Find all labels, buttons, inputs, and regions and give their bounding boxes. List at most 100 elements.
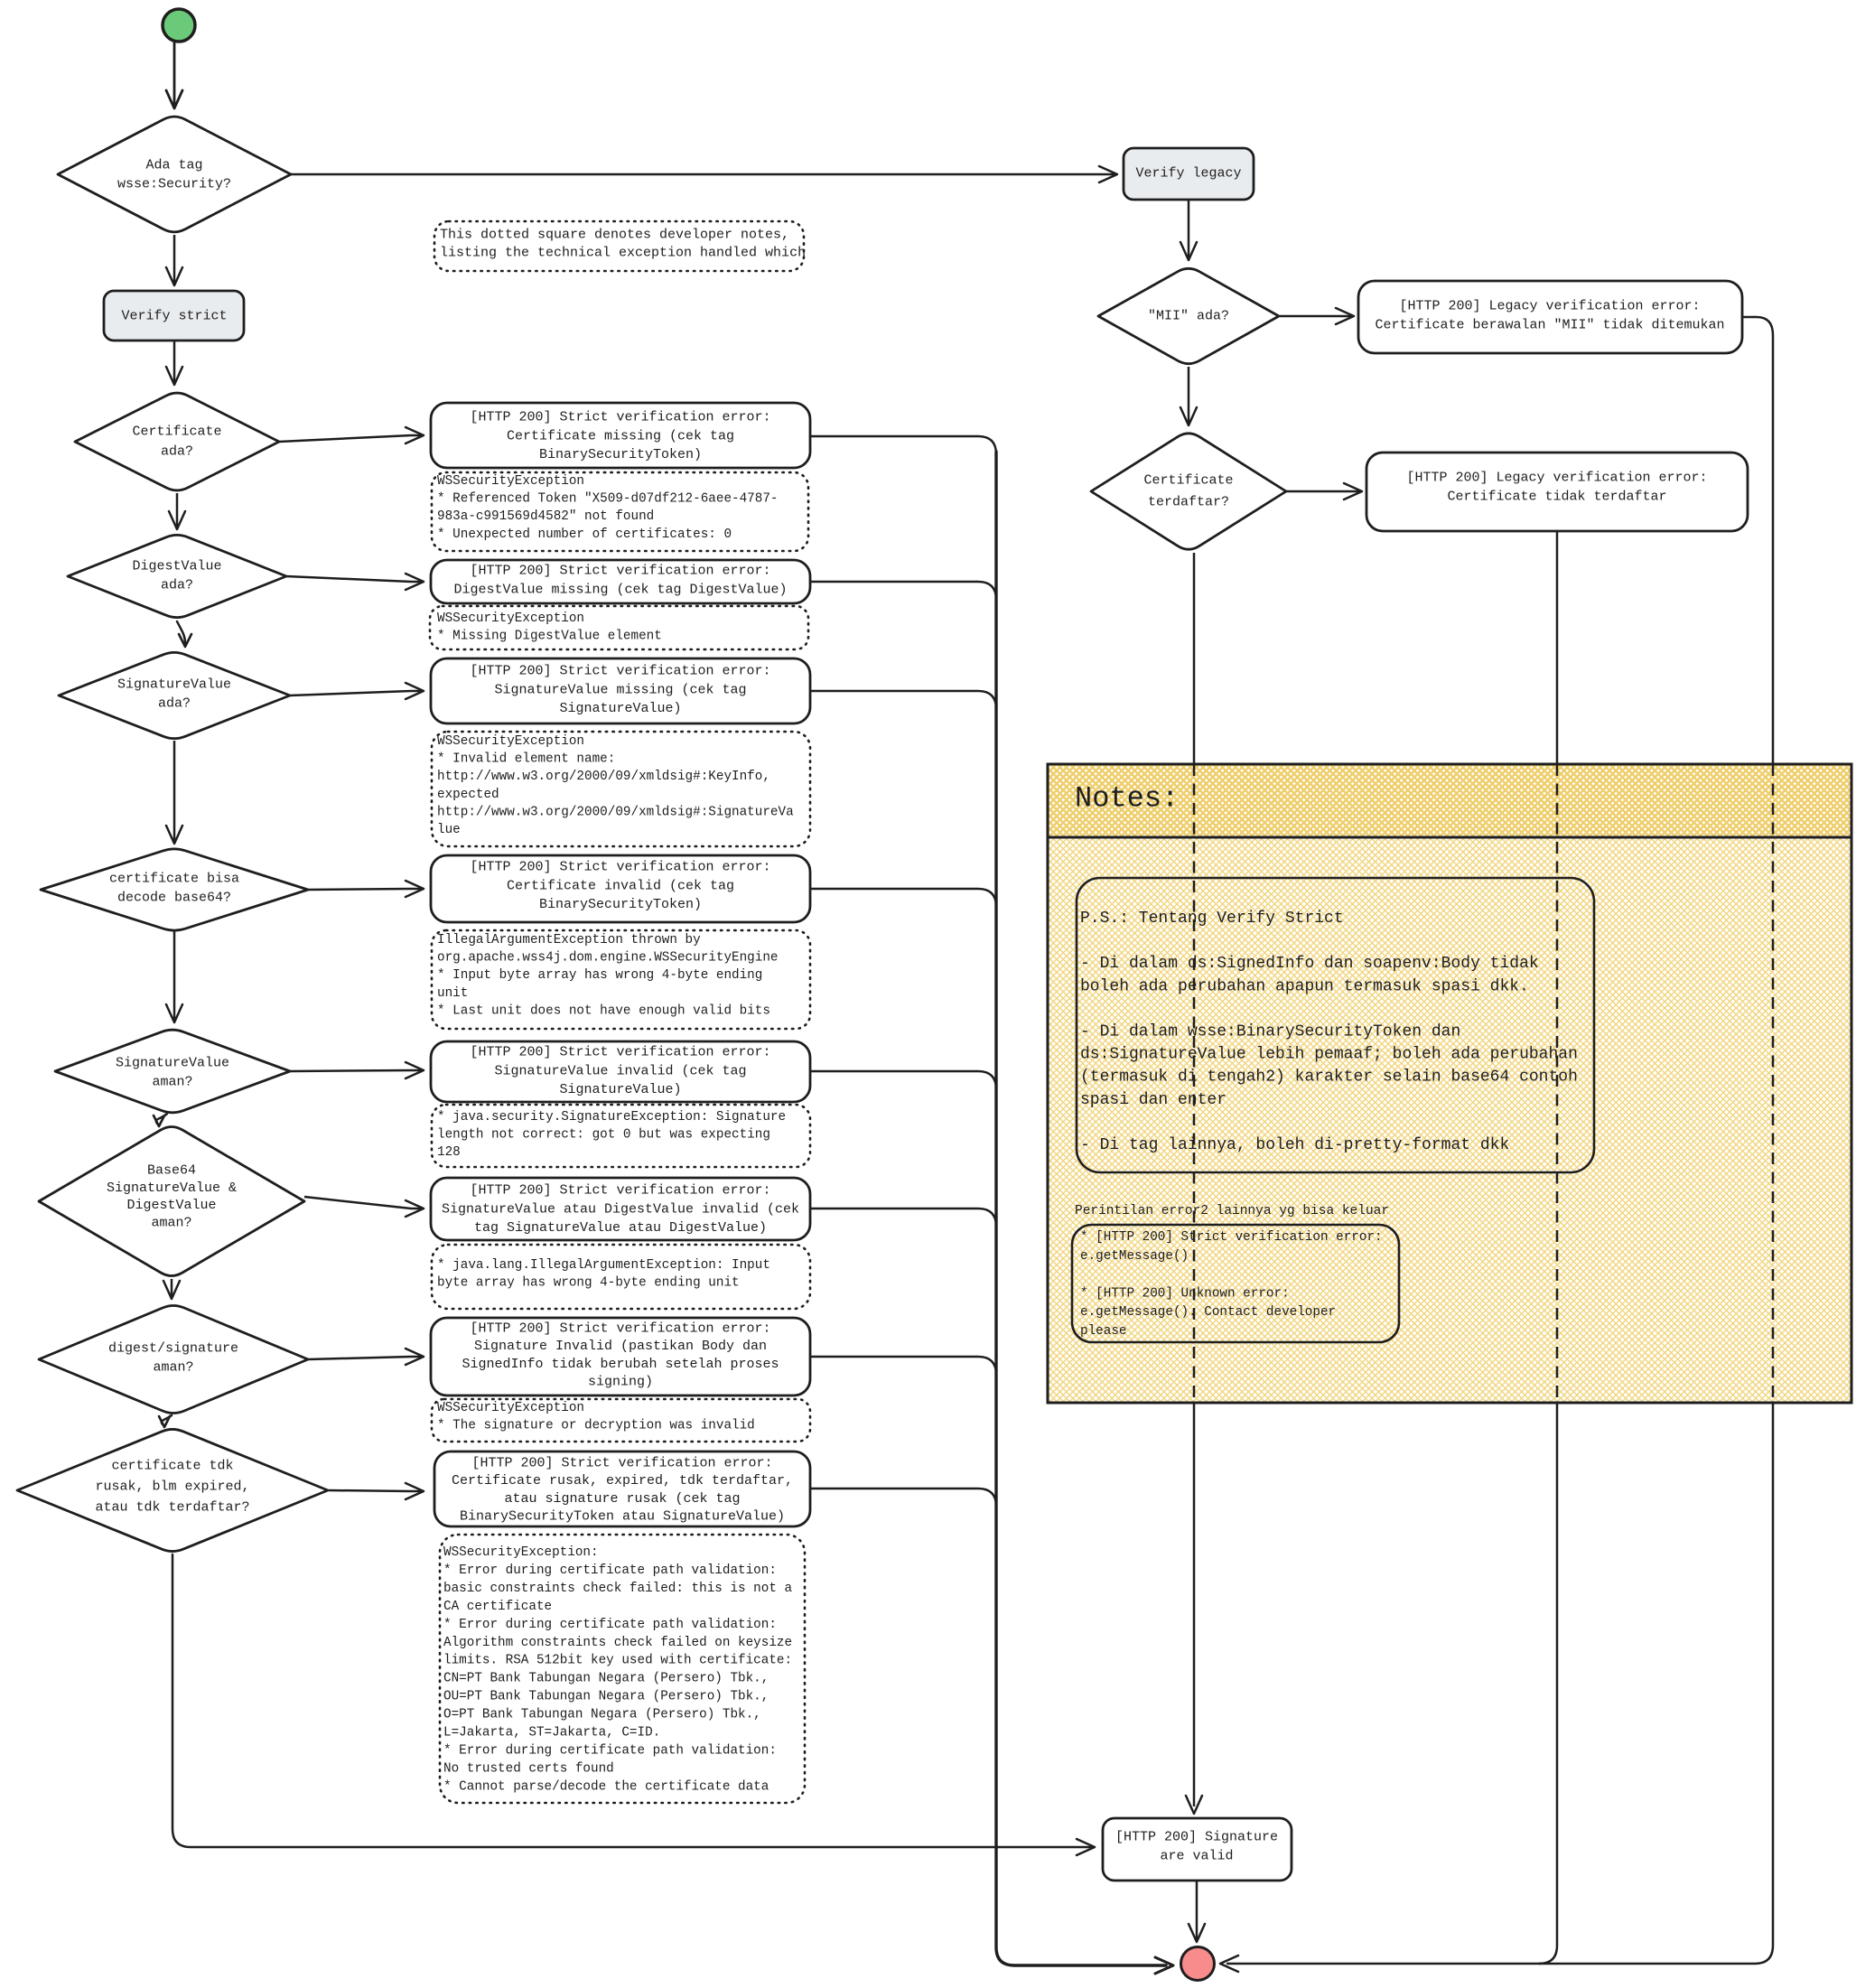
svg-text:WSSecurityException: WSSecurityException: [437, 611, 584, 626]
svg-text:* [HTTP 200] Unknown error:: * [HTTP 200] Unknown error:: [1080, 1286, 1290, 1301]
svg-text:tag SignatureValue atau Digest: tag SignatureValue atau DigestValue): [474, 1220, 767, 1236]
svg-text:CA certificate: CA certificate: [443, 1600, 552, 1614]
svg-text:[HTTP 200] Strict verification: [HTTP 200] Strict verification error:: [470, 664, 770, 679]
svg-text:certificate bisa: certificate bisa: [109, 872, 239, 887]
svg-text:OU=PT Bank Tabungan Negara (Pe: OU=PT Bank Tabungan Negara (Persero) Tbk…: [443, 1690, 769, 1704]
svg-text:[HTTP 200] Strict verification: [HTTP 200] Strict verification error:: [470, 410, 770, 425]
svg-text:SignatureValue): SignatureValue): [559, 1082, 681, 1097]
svg-text:wsse:Security?: wsse:Security?: [117, 177, 231, 192]
svg-text:[HTTP 200] Strict verification: [HTTP 200] Strict verification error:: [470, 1321, 770, 1337]
svg-text:Certificate: Certificate: [132, 425, 221, 440]
svg-text:WSSecurityException: WSSecurityException: [437, 1401, 584, 1415]
svg-text:listing the technical exceptio: listing the technical exception handled …: [440, 246, 806, 261]
svg-text:- Di dalam ds:SignedInfo dan s: - Di dalam ds:SignedInfo dan soapenv:Bod…: [1080, 955, 1539, 973]
svg-text:SignatureValue: SignatureValue: [117, 677, 231, 693]
svg-text:[HTTP 200] Legacy verification: [HTTP 200] Legacy verification error:: [1399, 299, 1700, 314]
svg-text:ds:SignatureValue lebih pemaaf: ds:SignatureValue lebih pemaaf; boleh ad…: [1080, 1046, 1578, 1064]
svg-text:DigestValue: DigestValue: [132, 559, 221, 574]
svg-text:* java.lang.IllegalArgumentExc: * java.lang.IllegalArgumentException: In…: [437, 1258, 770, 1273]
svg-text:http://www.w3.org/2000/09/xmld: http://www.w3.org/2000/09/xmldsig#:KeyIn…: [437, 770, 770, 784]
svg-text:* Error during certificate pat: * Error during certificate path validati…: [443, 1618, 777, 1632]
svg-text:Certificate berawalan "MII" ti: Certificate berawalan "MII" tidak ditemu…: [1375, 318, 1724, 333]
svg-text:boleh ada perubahan apapun ter: boleh ada perubahan apapun termasuk spas…: [1080, 977, 1529, 995]
svg-text:[HTTP 200] Strict verification: [HTTP 200] Strict verification error:: [471, 1456, 772, 1471]
svg-text:atau tdk terdaftar?: atau tdk terdaftar?: [95, 1500, 249, 1516]
svg-text:ada?: ada?: [161, 578, 193, 593]
svg-text:128: 128: [437, 1145, 461, 1160]
svg-text:[HTTP 200] Strict verification: [HTTP 200] Strict verification error:: [470, 564, 770, 579]
svg-text:Certificate invalid (cek tag: Certificate invalid (cek tag: [507, 878, 734, 893]
svg-text:P.S.: Tentang Verify Strict: P.S.: Tentang Verify Strict: [1080, 910, 1344, 928]
svg-text:SignatureValue &: SignatureValue &: [107, 1181, 237, 1196]
svg-text:are valid: are valid: [1160, 1849, 1233, 1864]
svg-text:No trusted certs found: No trusted certs found: [443, 1761, 614, 1776]
svg-text:signing): signing): [588, 1375, 653, 1390]
svg-text:IllegalArgumentException throw: IllegalArgumentException thrown by: [437, 933, 701, 947]
svg-text:[HTTP 200] Strict verification: [HTTP 200] Strict verification error:: [470, 1183, 770, 1199]
svg-text:* [HTTP 200] Strict verificati: * [HTTP 200] Strict verification error:: [1080, 1230, 1383, 1245]
svg-text:[HTTP 200] Legacy verification: [HTTP 200] Legacy verification error:: [1406, 471, 1707, 486]
svg-text:SignatureValue): SignatureValue): [559, 701, 681, 716]
svg-text:Perintilan error2 lainnya yg b: Perintilan error2 lainnya yg bisa keluar: [1075, 1204, 1389, 1218]
svg-text:SignatureValue: SignatureValue: [116, 1056, 229, 1071]
svg-text:- Di tag lainnya, boleh di-pre: - Di tag lainnya, boleh di-pretty-format…: [1080, 1136, 1509, 1154]
svg-text:Certificate tidak terdaftar: Certificate tidak terdaftar: [1447, 490, 1666, 505]
svg-text:Signature Invalid (pastikan Bo: Signature Invalid (pastikan Body dan: [474, 1339, 767, 1354]
svg-text:* Invalid element name:: * Invalid element name:: [437, 752, 615, 767]
svg-text:O=PT Bank Tabungan Negara (Per: O=PT Bank Tabungan Negara (Persero) Tbk.…: [443, 1708, 761, 1722]
svg-text:* The signature or decryption: * The signature or decryption was invali…: [437, 1419, 755, 1433]
svg-text:DigestValue: DigestValue: [126, 1198, 216, 1213]
svg-text:- Di dalam wsse:BinarySecurity: - Di dalam wsse:BinarySecurityToken dan: [1080, 1023, 1460, 1041]
svg-text:* Input byte array has wrong 4: * Input byte array has wrong 4-byte endi…: [437, 968, 762, 983]
svg-text:This dotted square denotes dev: This dotted square denotes developer not…: [440, 228, 789, 243]
svg-text:BinarySecurityToken atau Signa: BinarySecurityToken atau SignatureValue): [460, 1509, 785, 1525]
svg-text:DigestValue missing (cek tag D: DigestValue missing (cek tag DigestValue…: [453, 582, 787, 597]
svg-text:expected: expected: [437, 788, 499, 802]
svg-text:[HTTP 200] Signature: [HTTP 200] Signature: [1115, 1830, 1278, 1845]
svg-text:* Missing DigestValue element: * Missing DigestValue element: [437, 630, 662, 644]
svg-text:Algorithm constraints check fa: Algorithm constraints check failed on ke…: [443, 1636, 792, 1650]
svg-text:"MII" ada?: "MII" ada?: [1148, 309, 1229, 324]
svg-text:L=Jakarta, ST=Jakarta, C=ID.: L=Jakarta, ST=Jakarta, C=ID.: [443, 1726, 660, 1741]
svg-text:http://www.w3.org/2000/09/xmld: http://www.w3.org/2000/09/xmldsig#:Signa…: [437, 805, 794, 819]
svg-text:rusak, blm expired,: rusak, blm expired,: [95, 1479, 249, 1495]
svg-text:lue: lue: [437, 823, 461, 837]
svg-text:ada?: ada?: [161, 444, 193, 460]
svg-text:Notes:: Notes:: [1075, 782, 1179, 816]
svg-text:* java.security.SignatureExcep: * java.security.SignatureException: Sign…: [437, 1110, 786, 1125]
svg-text:Ada tag: Ada tag: [145, 158, 202, 173]
svg-text:WSSecurityException: WSSecurityException: [437, 474, 584, 489]
svg-text:* Unexpected number of certifi: * Unexpected number of certificates: 0: [437, 527, 732, 542]
svg-text:ada?: ada?: [158, 696, 191, 712]
svg-text:983a-c991569d4582" not found: 983a-c991569d4582" not found: [437, 509, 654, 524]
svg-text:* Error during certificate pat: * Error during certificate path validati…: [443, 1743, 777, 1758]
svg-text:atau signature rusak (cek tag: atau signature rusak (cek tag: [504, 1491, 740, 1507]
svg-text:* Error during certificate pat: * Error during certificate path validati…: [443, 1563, 777, 1578]
svg-text:SignatureValue invalid (cek ta: SignatureValue invalid (cek tag: [494, 1063, 746, 1078]
svg-text:org.apache.wss4j.dom.engine.WS: org.apache.wss4j.dom.engine.WSSecurityEn…: [437, 951, 779, 966]
svg-text:digest/signature: digest/signature: [108, 1341, 238, 1357]
svg-text:* Referenced Token "X509-d07df: * Referenced Token "X509-d07df212-6aee-4…: [437, 492, 779, 507]
svg-text:* Last unit does not have enou: * Last unit does not have enough valid b…: [437, 1003, 770, 1018]
svg-text:WSSecurityException:: WSSecurityException:: [443, 1545, 599, 1560]
svg-text:BinarySecurityToken): BinarySecurityToken): [539, 897, 702, 912]
svg-text:SignatureValue missing (cek ta: SignatureValue missing (cek tag: [494, 682, 746, 697]
svg-text:[HTTP 200] Strict verification: [HTTP 200] Strict verification error:: [470, 860, 770, 875]
svg-text:Verify strict: Verify strict: [121, 309, 227, 324]
svg-text:byte array has wrong 4-byte en: byte array has wrong 4-byte ending unit: [437, 1276, 740, 1291]
svg-text:(termasuk di tengah2) karakter: (termasuk di tengah2) karakter selain ba…: [1080, 1069, 1578, 1087]
svg-text:aman?: aman?: [151, 1215, 191, 1230]
svg-text:SignatureValue atau DigestValu: SignatureValue atau DigestValue invalid …: [442, 1201, 799, 1217]
svg-text:aman?: aman?: [153, 1360, 193, 1376]
svg-text:length not correct: got 0 but: length not correct: got 0 but was expect…: [437, 1128, 770, 1143]
svg-text:Verify legacy: Verify legacy: [1135, 166, 1241, 182]
svg-text:WSSecurityException: WSSecurityException: [437, 734, 584, 749]
svg-text:decode base64?: decode base64?: [117, 891, 231, 906]
svg-text:please: please: [1080, 1324, 1126, 1339]
svg-text:SignedInfo tidak berubah setel: SignedInfo tidak berubah setelah proses: [462, 1357, 779, 1372]
svg-text:certificate tdk: certificate tdk: [111, 1459, 233, 1474]
svg-text:basic constraints check failed: basic constraints check failed: this is …: [443, 1582, 792, 1596]
svg-text:terdaftar?: terdaftar?: [1148, 495, 1229, 510]
svg-text:limits. RSA 512bit key used wi: limits. RSA 512bit key used with certifi…: [443, 1654, 792, 1668]
svg-text:Certificate rusak, expired, td: Certificate rusak, expired, tdk terdafta…: [452, 1473, 793, 1489]
